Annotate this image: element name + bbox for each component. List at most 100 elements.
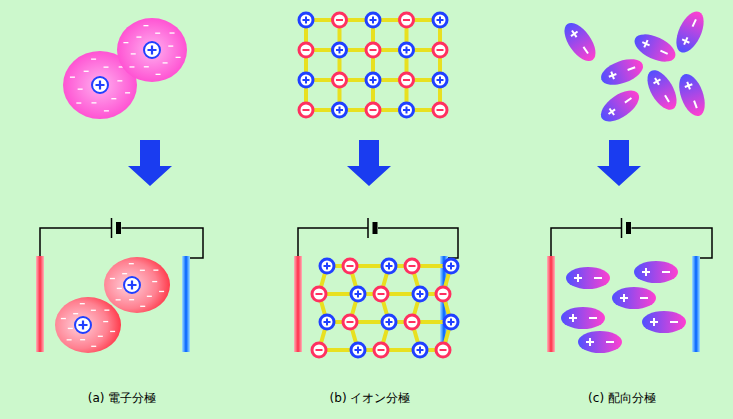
- atom: [104, 257, 170, 313]
- plus-sign: [652, 76, 663, 87]
- ion-core: [353, 345, 364, 356]
- anion: [404, 258, 421, 275]
- plus-sign: [606, 106, 617, 117]
- ion-core: [368, 105, 379, 116]
- cation: [319, 258, 336, 275]
- anion: [342, 314, 359, 331]
- anion: [435, 286, 452, 303]
- minus-sign: [168, 45, 173, 46]
- cation: [331, 42, 348, 59]
- minus-sign: [303, 49, 310, 51]
- dipole-molecule: [596, 84, 645, 127]
- minus-sign: [122, 273, 127, 274]
- minus-sign: [693, 19, 696, 26]
- ion-core: [446, 261, 457, 272]
- ion-core: [334, 15, 345, 26]
- anion: [342, 258, 359, 275]
- molecule-body: [612, 287, 656, 309]
- ion-core: [438, 289, 449, 300]
- minus-sign: [589, 317, 597, 319]
- battery-short-plate: [373, 222, 378, 234]
- molecule-body: [566, 267, 610, 289]
- minus-sign: [104, 66, 109, 67]
- ion-core: [314, 345, 325, 356]
- plus-sign: [417, 291, 424, 298]
- ion-core: [345, 317, 356, 328]
- molecule-body: [671, 7, 710, 56]
- ion-core: [322, 317, 333, 328]
- minus-sign: [123, 42, 128, 43]
- minus-sign: [129, 299, 134, 300]
- dipole-molecule: [578, 331, 622, 353]
- ion-core: [322, 261, 333, 272]
- cation: [398, 102, 415, 119]
- plus-sign: [437, 77, 444, 84]
- anion: [398, 12, 415, 29]
- minus-sign: [606, 341, 614, 343]
- anion: [311, 286, 328, 303]
- plus-sign: [683, 80, 693, 90]
- dipole-molecule: [630, 29, 679, 68]
- electron-cloud: [104, 257, 170, 313]
- dipole-molecule: [612, 287, 656, 309]
- ion-core: [314, 289, 325, 300]
- anion: [432, 102, 449, 119]
- plus-sign: [417, 347, 424, 354]
- minus-sign: [116, 299, 121, 300]
- minus-sign: [104, 110, 109, 111]
- ion-core: [401, 75, 412, 86]
- minus-sign: [103, 321, 108, 322]
- minus-sign: [73, 313, 78, 314]
- minus-sign: [665, 95, 669, 102]
- molecule-body: [558, 18, 601, 67]
- plus-sign: [336, 47, 343, 54]
- minus-sign: [316, 349, 323, 351]
- plus-sign: [128, 281, 137, 290]
- electron-cloud: [117, 18, 187, 82]
- ion-core: [435, 75, 446, 86]
- cation: [443, 258, 460, 275]
- plus-sign: [303, 77, 310, 84]
- plus-sign: [586, 338, 594, 346]
- cation: [331, 102, 348, 119]
- plus-sign: [324, 319, 331, 326]
- battery-long-plate: [621, 218, 623, 238]
- anion: [298, 102, 315, 119]
- anion: [298, 42, 315, 59]
- molecule-body: [642, 311, 686, 333]
- ion-core: [368, 45, 379, 56]
- minus-sign: [152, 281, 157, 282]
- electron-cloud: [55, 297, 121, 353]
- plus-sign: [607, 70, 617, 80]
- dipole-molecule: [671, 7, 710, 56]
- nucleus: [124, 277, 140, 293]
- minus-sign: [61, 318, 66, 319]
- ion-core: [345, 261, 356, 272]
- minus-sign: [336, 79, 343, 81]
- molecule-body: [641, 65, 682, 114]
- minus-sign: [625, 98, 632, 103]
- minus-sign: [136, 36, 141, 37]
- minus-sign: [68, 328, 73, 329]
- ion-core: [401, 15, 412, 26]
- plus-sign: [574, 274, 582, 282]
- battery-long-plate: [367, 218, 369, 238]
- ion-core: [376, 345, 387, 356]
- plus-sign: [403, 47, 410, 54]
- minus-sign: [403, 79, 410, 81]
- minus-sign: [437, 109, 444, 111]
- panel-caption: (a) 電子分極: [88, 390, 157, 407]
- minus-sign: [403, 19, 410, 21]
- anion: [365, 102, 382, 119]
- minus-sign: [110, 331, 115, 332]
- nucleus: [92, 77, 108, 93]
- ion-core: [435, 15, 446, 26]
- dipole-molecule: [642, 311, 686, 333]
- ion-core: [301, 105, 312, 116]
- molecule-body: [561, 307, 605, 329]
- plus-sign: [448, 263, 455, 270]
- minus-sign: [91, 102, 96, 103]
- minus-sign: [91, 58, 96, 59]
- dipole-molecule: [674, 71, 710, 120]
- minus-sign: [583, 47, 588, 54]
